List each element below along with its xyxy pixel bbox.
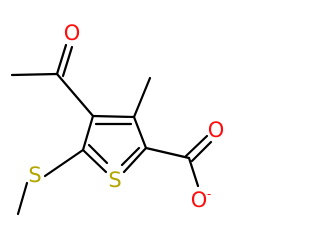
atom-labels: O S S O O - bbox=[28, 21, 224, 212]
bond-acetyl-ring bbox=[55, 72, 95, 118]
bond-c4-c5 bbox=[132, 115, 148, 150]
atom-oxygen-carboxyl-double: O bbox=[208, 118, 225, 142]
atom-oxygen-carbonyl: O bbox=[64, 21, 81, 45]
atom-sulfur-ring: S bbox=[108, 168, 121, 192]
bond-ring-carboxyl bbox=[144, 146, 191, 160]
bond-acetyl-co-1 bbox=[55, 43, 68, 76]
bond-acetyl-co-2 bbox=[61, 45, 74, 78]
bond-c5-s1-inner bbox=[120, 146, 141, 167]
bond-ring-methyl bbox=[132, 76, 152, 119]
bond-acetyl-methyl bbox=[10, 72, 59, 77]
bond-c3-c4-double-outer bbox=[91, 114, 136, 119]
atom-sulfur-methylthio: S bbox=[28, 163, 41, 187]
bonds bbox=[10, 43, 213, 216]
bond-carboxyl-o-single bbox=[187, 156, 200, 188]
bond-c2-s1-outer bbox=[81, 148, 108, 174]
bond-c5-s1 bbox=[122, 146, 148, 174]
bond-ring-smethyl bbox=[43, 148, 85, 178]
bond-carboxyl-o-double-2 bbox=[190, 140, 213, 163]
bond-carboxyl-o-double-1 bbox=[184, 134, 209, 158]
atom-oxygen-carboxyl-single: O bbox=[191, 188, 208, 212]
molecule-structure: O S S O O - bbox=[10, 21, 224, 216]
charge-minus: - bbox=[207, 187, 211, 201]
bond-c3-c2 bbox=[81, 114, 95, 152]
bond-c2-s1-inner bbox=[87, 143, 109, 165]
bond-s-methyl bbox=[16, 181, 29, 216]
